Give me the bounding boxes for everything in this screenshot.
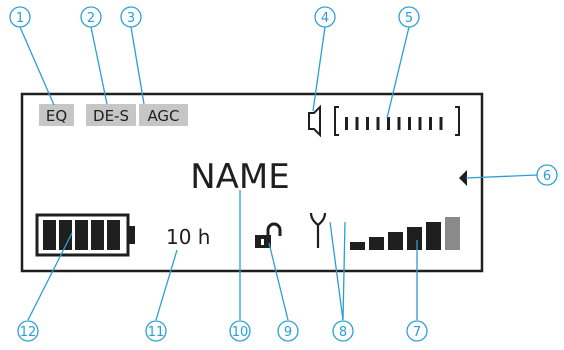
audio-level-tick	[408, 117, 411, 130]
agc-badge: AGC	[139, 104, 188, 126]
callout-7: 7	[406, 320, 428, 342]
audio-level-tick	[345, 117, 348, 130]
audio-level-tick	[366, 117, 369, 130]
audio-level-tick	[355, 117, 359, 130]
audio-level-tick	[439, 117, 443, 130]
callout-11: 11	[145, 320, 167, 342]
callout-6: 6	[536, 164, 558, 186]
eq-badge-label: EQ	[46, 107, 67, 125]
des-badge-label: DE-S	[93, 107, 129, 125]
callout-leaders	[19, 26, 538, 321]
battery-icon	[35, 213, 135, 257]
svg-text:8: 8	[339, 325, 347, 340]
rf-signal-bar	[426, 222, 441, 250]
svg-text:9: 9	[284, 325, 292, 340]
audio-level-tick	[376, 117, 380, 130]
callout-8: 8	[332, 320, 354, 342]
callout-10: 10	[229, 320, 251, 342]
callout-3: 3	[120, 6, 142, 28]
agc-badge-label: AGC	[147, 107, 179, 125]
callout-4: 4	[314, 6, 336, 28]
svg-text:10: 10	[232, 325, 249, 340]
speaker-icon	[308, 104, 321, 138]
selection-arrow-icon	[459, 170, 467, 186]
svg-text:12: 12	[20, 325, 37, 340]
audio-level-tick	[387, 117, 390, 130]
rf-signal-bars	[350, 217, 460, 250]
callout-5: 5	[398, 6, 420, 28]
audio-level-tick	[429, 117, 432, 130]
audio-level-tick	[397, 117, 401, 130]
rf-signal-bar	[407, 227, 422, 250]
svg-text:2: 2	[87, 11, 95, 26]
callout-1: 1	[9, 6, 31, 28]
audio-level-tick	[418, 117, 422, 130]
svg-text:3: 3	[127, 11, 135, 26]
rf-signal-bar	[369, 237, 384, 250]
svg-text:1: 1	[16, 11, 24, 26]
rf-signal-bar	[388, 232, 403, 250]
svg-text:4: 4	[321, 11, 329, 26]
eq-badge: EQ	[39, 104, 74, 126]
svg-text:11: 11	[148, 325, 165, 340]
svg-text:6: 6	[543, 169, 551, 184]
svg-text:5: 5	[405, 11, 413, 26]
antenna-icon	[309, 212, 327, 248]
callout-9: 9	[277, 320, 299, 342]
unlocked-icon	[255, 222, 282, 248]
audio-level-meter	[334, 106, 460, 136]
svg-text:7: 7	[413, 325, 421, 340]
rf-signal-bar	[445, 217, 460, 250]
battery-time: 10 h	[166, 225, 210, 249]
callout-2: 2	[80, 6, 102, 28]
audio-level-ticks	[345, 117, 443, 130]
des-badge: DE-S	[86, 104, 136, 126]
rf-signal-bar	[350, 242, 365, 250]
callout-12: 12	[17, 320, 39, 342]
callouts: 1 2 3 4 5 6 7 8	[9, 6, 558, 342]
